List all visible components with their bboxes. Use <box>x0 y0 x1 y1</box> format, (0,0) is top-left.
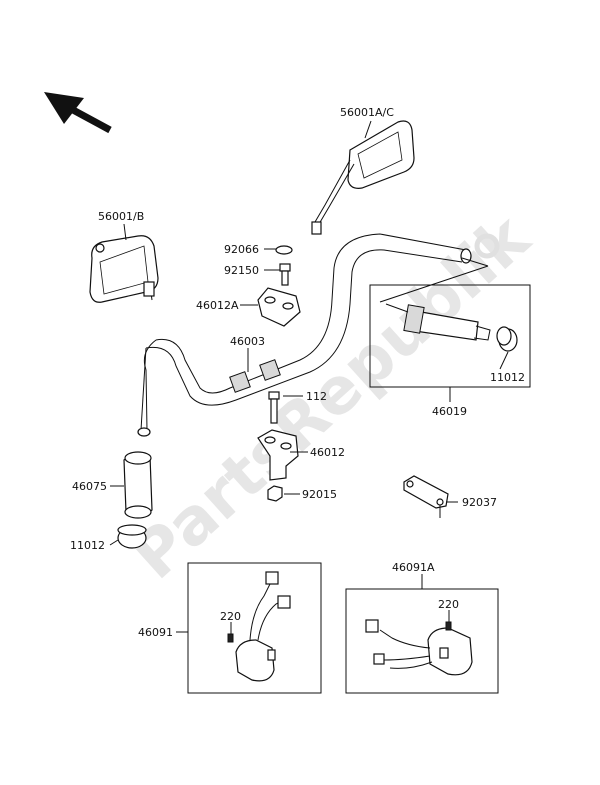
label-92150: 92150 <box>224 264 259 277</box>
label-220-right: 220 <box>438 598 459 611</box>
watermark: PartsRepublik <box>119 200 545 594</box>
handlebar-46003 <box>137 233 472 437</box>
label-92015: 92015 <box>302 488 337 501</box>
box-46091 <box>187 562 322 694</box>
bolt-112 <box>268 391 280 424</box>
washer-92066 <box>275 245 293 255</box>
end-cap-11012-left <box>117 524 147 549</box>
label-56001-b: 56001/B <box>98 210 144 223</box>
watermark-text: PartsRepublik <box>119 200 545 594</box>
label-11012-left: 11012 <box>70 539 105 552</box>
bolt-92150 <box>279 263 291 286</box>
nut-92015 <box>267 485 283 502</box>
leader-46019-a <box>461 257 489 267</box>
label-56001a-c: 56001A/C <box>340 106 394 119</box>
leader-lines <box>109 120 509 634</box>
holder-46012 <box>257 429 299 481</box>
label-46075: 46075 <box>72 480 107 493</box>
label-11012-box: 11012 <box>490 371 525 384</box>
label-92037: 92037 <box>462 496 497 509</box>
mirror-left <box>89 235 159 303</box>
bracket-92037 <box>403 475 449 518</box>
front-direction-arrow-icon <box>44 92 112 134</box>
label-46091: 46091 <box>138 626 173 639</box>
switch-46091 <box>227 571 291 682</box>
box-46091a <box>345 588 499 694</box>
mirror-right <box>311 120 415 235</box>
end-cap-11012-box <box>496 326 518 352</box>
gear-watermark-icon <box>474 233 500 259</box>
throttle-grip-46019 <box>385 303 491 341</box>
grip-46075 <box>123 451 153 519</box>
label-46019: 46019 <box>432 405 467 418</box>
leader-46019-b <box>379 265 489 303</box>
label-46012a: 46012A <box>196 299 239 312</box>
label-46012: 46012 <box>310 446 345 459</box>
label-92066: 92066 <box>224 243 259 256</box>
label-46091a: 46091A <box>392 561 435 574</box>
label-112: 112 <box>306 390 327 403</box>
label-46003: 46003 <box>230 335 265 348</box>
switch-46091a <box>365 619 473 676</box>
clamp-46012a <box>257 287 301 327</box>
label-220-left: 220 <box>220 610 241 623</box>
